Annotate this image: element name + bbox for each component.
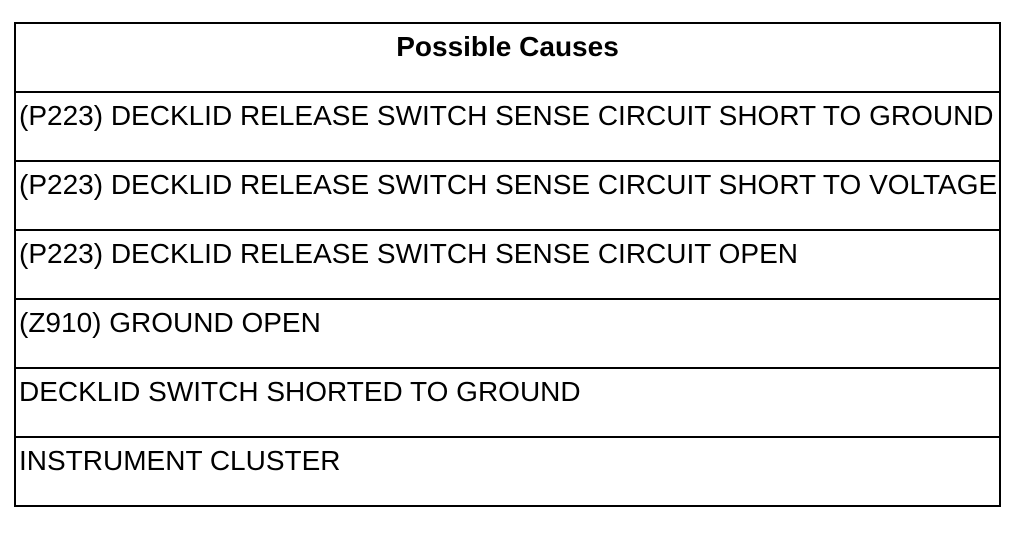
cause-cell: (P223) DECKLID RELEASE SWITCH SENSE CIRC… xyxy=(14,91,1001,162)
table-row: (P223) DECKLID RELEASE SWITCH SENSE CIRC… xyxy=(14,229,1001,300)
table-head: Possible Causes xyxy=(14,22,1001,93)
header-row: Possible Causes xyxy=(14,22,1001,93)
table-row: INSTRUMENT CLUSTER xyxy=(14,436,1001,507)
table-row: DECKLID SWITCH SHORTED TO GROUND xyxy=(14,367,1001,438)
possible-causes-table: Possible Causes (P223) DECKLID RELEASE S… xyxy=(14,22,1001,507)
table-title: Possible Causes xyxy=(14,22,1001,93)
cause-cell: (Z910) GROUND OPEN xyxy=(14,298,1001,369)
table-row: (P223) DECKLID RELEASE SWITCH SENSE CIRC… xyxy=(14,160,1001,231)
cause-cell: INSTRUMENT CLUSTER xyxy=(14,436,1001,507)
cause-cell: (P223) DECKLID RELEASE SWITCH SENSE CIRC… xyxy=(14,160,1001,231)
cause-cell: DECKLID SWITCH SHORTED TO GROUND xyxy=(14,367,1001,438)
table-row: (P223) DECKLID RELEASE SWITCH SENSE CIRC… xyxy=(14,91,1001,162)
table-row: (Z910) GROUND OPEN xyxy=(14,298,1001,369)
table-body: (P223) DECKLID RELEASE SWITCH SENSE CIRC… xyxy=(14,91,1001,507)
cause-cell: (P223) DECKLID RELEASE SWITCH SENSE CIRC… xyxy=(14,229,1001,300)
